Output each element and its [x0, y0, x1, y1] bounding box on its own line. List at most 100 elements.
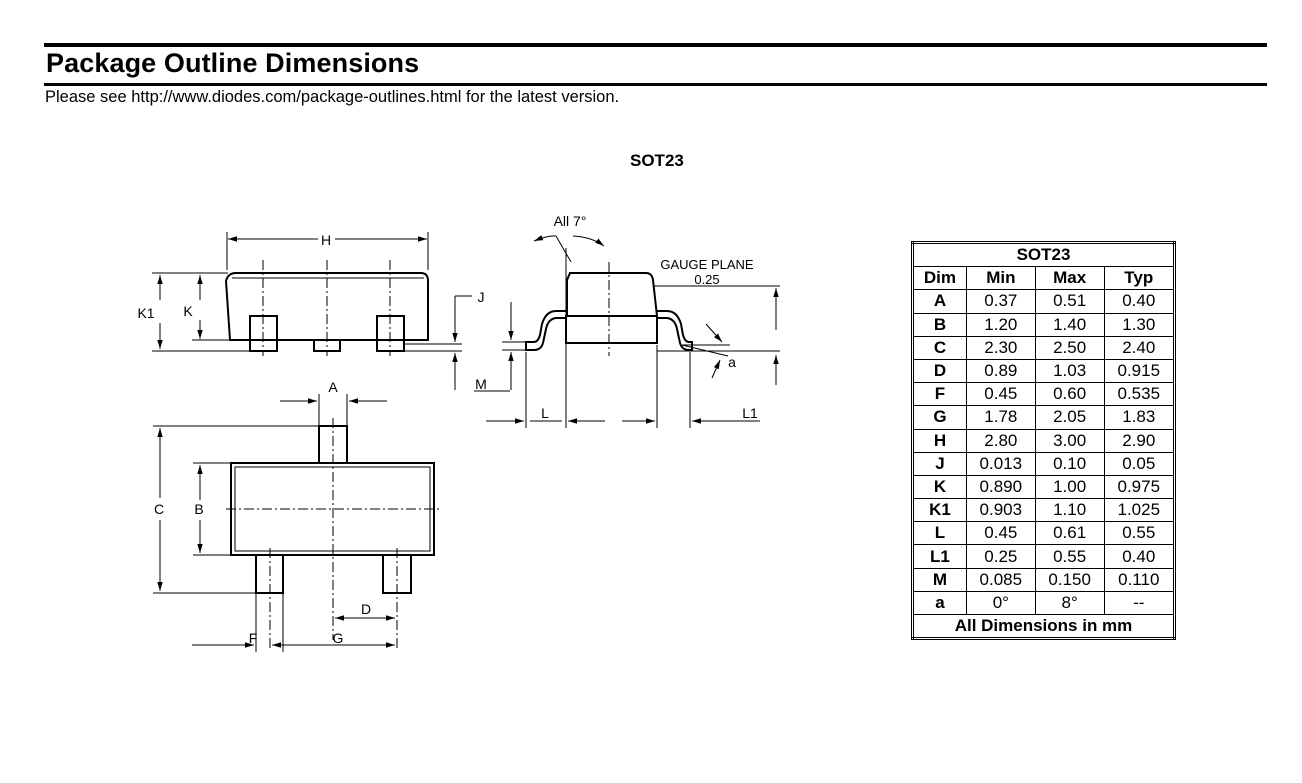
dim-name-cell: a — [912, 590, 967, 616]
dim-name-cell: H — [912, 428, 967, 453]
column-header: Dim — [912, 266, 967, 291]
dim-value-cell: 0.085 — [965, 567, 1036, 592]
header-rule-top — [44, 43, 1267, 47]
label-H: H — [321, 232, 331, 248]
label-J: J — [478, 289, 485, 305]
header-rule-bottom — [44, 83, 1267, 86]
dim-value-cell: 0.89 — [965, 358, 1036, 384]
dim-value-cell: 0.890 — [965, 474, 1036, 500]
dim-value-cell: 0.55 — [1034, 544, 1105, 569]
package-name: SOT23 — [630, 151, 684, 170]
dim-value-cell: 0.40 — [1103, 544, 1176, 569]
dim-value-cell: 0.45 — [965, 521, 1036, 546]
top-view — [153, 394, 440, 652]
dim-value-cell: 0.535 — [1103, 382, 1176, 407]
dim-value-cell: 1.40 — [1034, 312, 1105, 337]
dim-value-cell: 0.55 — [1103, 521, 1176, 546]
dim-value-cell: 2.90 — [1103, 428, 1176, 453]
dim-name-cell: A — [912, 289, 967, 314]
dim-value-cell: 0.61 — [1034, 521, 1105, 546]
dim-value-cell: 0.903 — [965, 498, 1036, 523]
dim-value-cell: 1.30 — [1103, 312, 1176, 337]
dim-value-cell: 1.83 — [1103, 405, 1176, 430]
dim-value-cell: 2.50 — [1034, 335, 1105, 360]
label-K1: K1 — [137, 305, 154, 321]
dim-value-cell: 3.00 — [1034, 428, 1105, 453]
dim-value-cell: 2.05 — [1034, 405, 1105, 430]
dim-name-cell: F — [912, 382, 967, 407]
page-title: Package Outline Dimensions — [46, 48, 420, 78]
table-footer: All Dimensions in mm — [912, 613, 1175, 640]
dim-value-cell: 1.00 — [1034, 474, 1105, 500]
dim-name-cell: D — [912, 358, 967, 384]
dim-value-cell: 1.10 — [1034, 498, 1105, 523]
dim-value-cell: 2.40 — [1103, 335, 1176, 360]
label-G: G — [333, 630, 344, 646]
label-M: M — [475, 376, 487, 392]
version-note: Please see http://www.diodes.com/package… — [45, 88, 620, 106]
dim-value-cell: 0.40 — [1103, 289, 1176, 314]
label-a: a — [728, 354, 736, 370]
dim-value-cell: 0.05 — [1103, 451, 1176, 476]
side-view — [486, 235, 780, 428]
label-F: F — [249, 630, 258, 646]
label-gauge-plane: GAUGE PLANE — [660, 257, 754, 272]
table-header-row: Dim Min Max Typ — [912, 266, 1176, 291]
column-header: Min — [965, 266, 1036, 291]
dim-value-cell: 0.51 — [1034, 289, 1105, 314]
dim-value-cell: 8° — [1034, 590, 1105, 616]
column-header: Typ — [1103, 266, 1176, 291]
dim-name-cell: M — [912, 567, 967, 592]
label-L1: L1 — [742, 405, 758, 421]
dim-value-cell: 2.80 — [965, 428, 1036, 453]
dim-value-cell: 1.78 — [965, 405, 1036, 430]
dim-name-cell: K1 — [912, 498, 967, 523]
dim-name-cell: J — [912, 451, 967, 476]
dim-value-cell: 0.150 — [1034, 567, 1105, 592]
dim-value-cell: 0° — [965, 590, 1036, 616]
dim-name-cell: G — [912, 405, 967, 430]
dim-value-cell: 0.975 — [1103, 474, 1176, 500]
label-C: C — [154, 501, 164, 517]
dim-value-cell: 0.45 — [965, 382, 1036, 407]
dim-name-cell: B — [912, 312, 967, 337]
dim-value-cell: 1.025 — [1103, 498, 1176, 523]
column-header: Max — [1034, 266, 1105, 291]
label-K: K — [183, 303, 193, 319]
dim-value-cell: 0.10 — [1034, 451, 1105, 476]
front-view — [152, 232, 510, 392]
label-all-angle: All 7° — [554, 213, 587, 229]
label-D: D — [361, 601, 371, 617]
dim-name-cell: K — [912, 474, 967, 500]
label-L: L — [541, 405, 549, 421]
dim-value-cell: 0.37 — [965, 289, 1036, 314]
dim-value-cell: 2.30 — [965, 335, 1036, 360]
dim-value-cell: 0.25 — [965, 544, 1036, 569]
dim-value-cell: 1.20 — [965, 312, 1036, 337]
dim-value-cell: 1.03 — [1034, 358, 1105, 384]
label-B: B — [194, 501, 203, 517]
table-caption: SOT23 — [912, 241, 1175, 268]
dim-value-cell: 0.915 — [1103, 358, 1176, 384]
dim-value-cell: 0.110 — [1103, 567, 1176, 592]
dim-name-cell: C — [912, 335, 967, 360]
dim-value-cell: 0.60 — [1034, 382, 1105, 407]
dim-value-cell: 0.013 — [965, 451, 1036, 476]
dim-value-cell: -- — [1103, 590, 1176, 616]
